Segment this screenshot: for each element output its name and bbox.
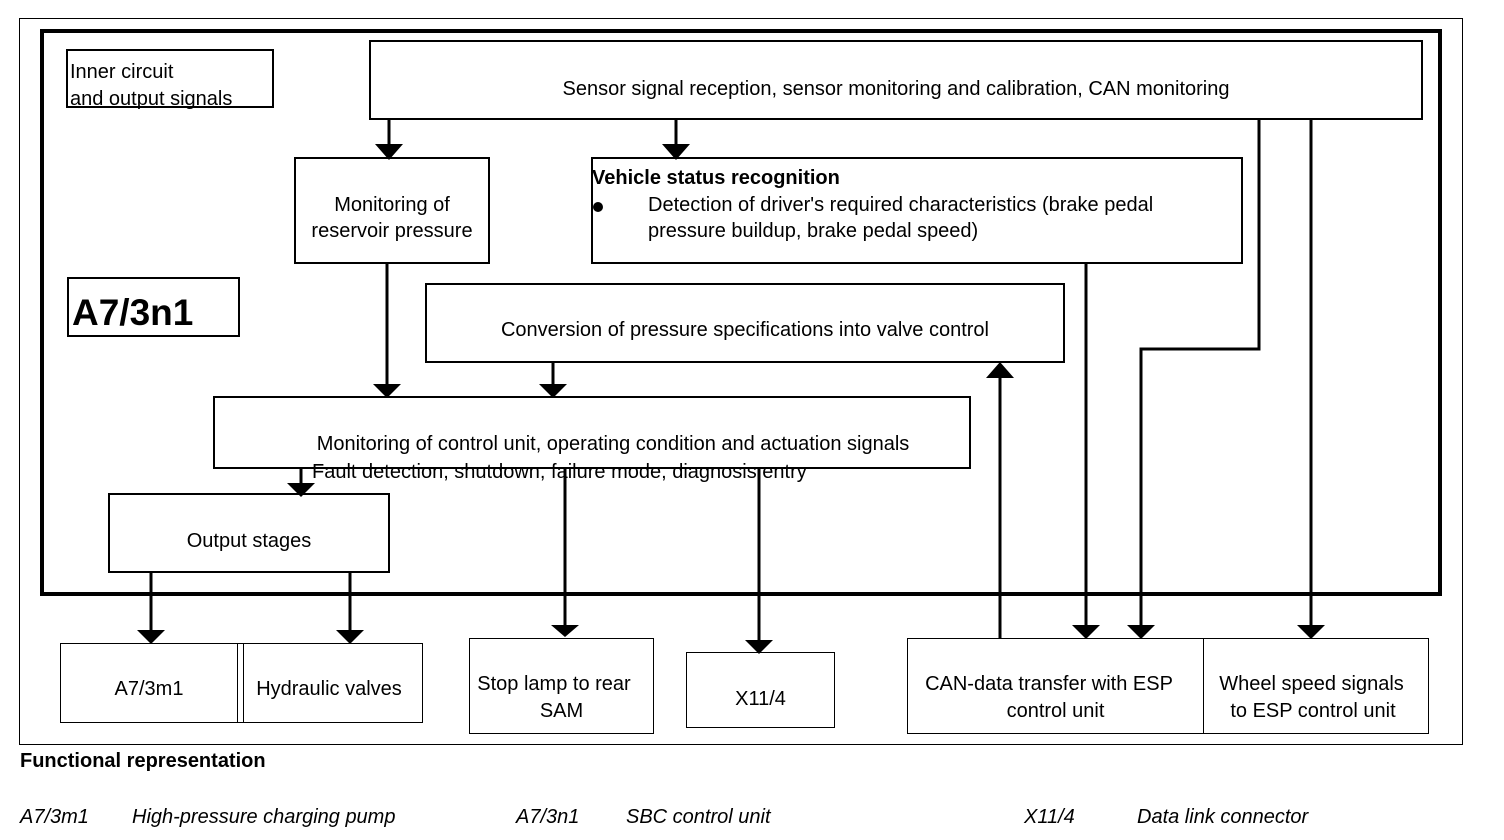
vehicle-status-title: Vehicle status recognition xyxy=(592,167,840,189)
can-transfer-box xyxy=(907,638,1204,734)
stop-lamp-line2: SAM xyxy=(539,700,584,722)
control-monitoring-box xyxy=(213,396,971,469)
control-monitoring-line1: Monitoring of control unit, operating co… xyxy=(316,433,910,455)
pump-label: A7/3m1 xyxy=(114,678,184,700)
legend-code-pump: A7/3m1 xyxy=(20,806,89,828)
vehicle-status-box xyxy=(591,157,1243,264)
stop-lamp-line1: Stop lamp to rear xyxy=(477,673,631,695)
can-transfer-line2: control unit xyxy=(1006,700,1105,722)
hydraulic-valves-label: Hydraulic valves xyxy=(256,678,402,700)
conversion-text: Conversion of pressure specifications in… xyxy=(500,319,990,341)
wheel-speed-line1: Wheel speed signals xyxy=(1219,673,1404,695)
inner-circuit-label-line1: Inner circuit xyxy=(70,61,174,83)
sensor-signal-box xyxy=(369,40,1423,120)
inner-circuit-label-box xyxy=(66,49,274,108)
data-link-label: X11/4 xyxy=(735,688,786,710)
hydraulic-valves-box xyxy=(243,643,423,723)
output-stages-text: Output stages xyxy=(186,530,312,552)
vehicle-status-line2: pressure buildup, brake pedal speed) xyxy=(648,220,979,242)
inner-circuit-label-line2: and output signals xyxy=(70,88,233,110)
legend-code-sbc: A7/3n1 xyxy=(516,806,580,828)
reservoir-monitoring-line1: Monitoring of xyxy=(334,194,450,216)
sensor-signal-text: Sensor signal reception, sensor monitori… xyxy=(562,78,1230,100)
wheel-speed-box xyxy=(1203,638,1429,734)
pump-box xyxy=(60,643,244,723)
conversion-box xyxy=(425,283,1065,363)
legend-desc-x11: Data link connector xyxy=(1137,806,1309,828)
pump-box-double-line xyxy=(237,643,238,723)
reservoir-monitoring-line2: reservoir pressure xyxy=(311,220,473,242)
legend-code-x11: X11/4 xyxy=(1024,806,1075,828)
control-unit-frame xyxy=(40,29,1442,596)
bullet-dot xyxy=(593,202,603,212)
data-link-box xyxy=(686,652,835,728)
outer-frame xyxy=(19,18,1463,745)
can-transfer-line1: CAN-data transfer with ESP xyxy=(925,673,1173,695)
legend-desc-sbc: SBC control unit xyxy=(626,806,771,828)
stop-lamp-box xyxy=(469,638,654,734)
output-stages-box xyxy=(108,493,390,573)
wheel-speed-line2: to ESP control unit xyxy=(1230,700,1396,722)
control-monitoring-line2: Fault detection, shutdown, failure mode,… xyxy=(312,461,807,483)
unit-label: A7/3n1 xyxy=(72,292,194,333)
reservoir-monitoring-box xyxy=(294,157,490,264)
caption-title: Functional representation xyxy=(20,750,266,772)
vehicle-status-line1: Detection of driver's required character… xyxy=(648,194,1154,216)
legend-desc-pump: High-pressure charging pump xyxy=(132,806,396,828)
unit-label-box xyxy=(67,277,240,337)
